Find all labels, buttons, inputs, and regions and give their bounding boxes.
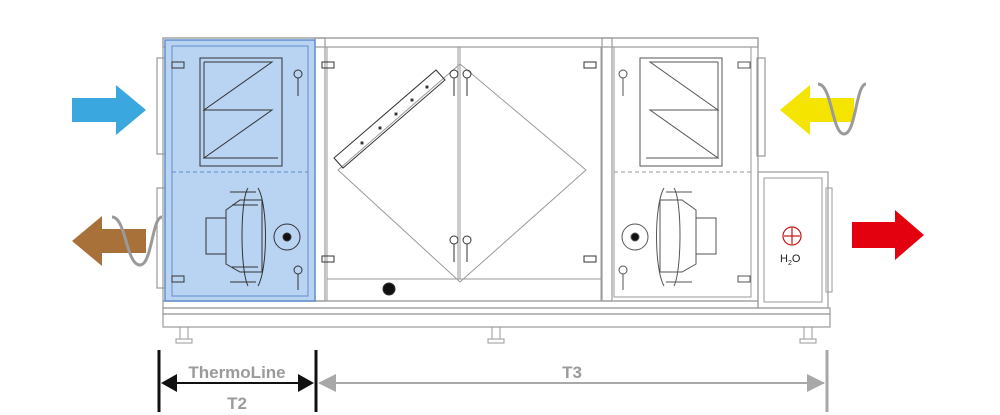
damper-icon — [333, 69, 446, 169]
filter-icon — [199, 57, 283, 167]
thermoline-module — [164, 39, 316, 302]
dimension-t3 — [318, 350, 829, 412]
unit-feet — [175, 326, 817, 344]
drain-icon — [382, 282, 396, 296]
hinge-icon — [171, 275, 185, 283]
exhaust-air-arrow-icon — [72, 215, 163, 267]
supply-fan-section — [613, 46, 752, 298]
heat-recovery-section — [321, 46, 602, 302]
humidifier-cross-icon — [782, 226, 802, 246]
thermoline-label: ThermoLine — [188, 363, 285, 382]
h2o-label: H2O — [780, 253, 801, 267]
t3-label: T3 — [562, 363, 582, 382]
fan-icon — [205, 187, 301, 287]
fan-icon — [621, 187, 717, 287]
supply-air-arrow-icon — [852, 210, 924, 260]
filter-icon — [639, 57, 723, 167]
outdoor-air-arrow-icon — [72, 85, 146, 135]
humidifier-section: H2O — [757, 171, 833, 309]
extract-air-arrow-icon — [780, 82, 867, 136]
hinge-icon — [171, 61, 185, 69]
dimension-t2 — [157, 350, 318, 412]
t2-label: T2 — [227, 394, 247, 413]
